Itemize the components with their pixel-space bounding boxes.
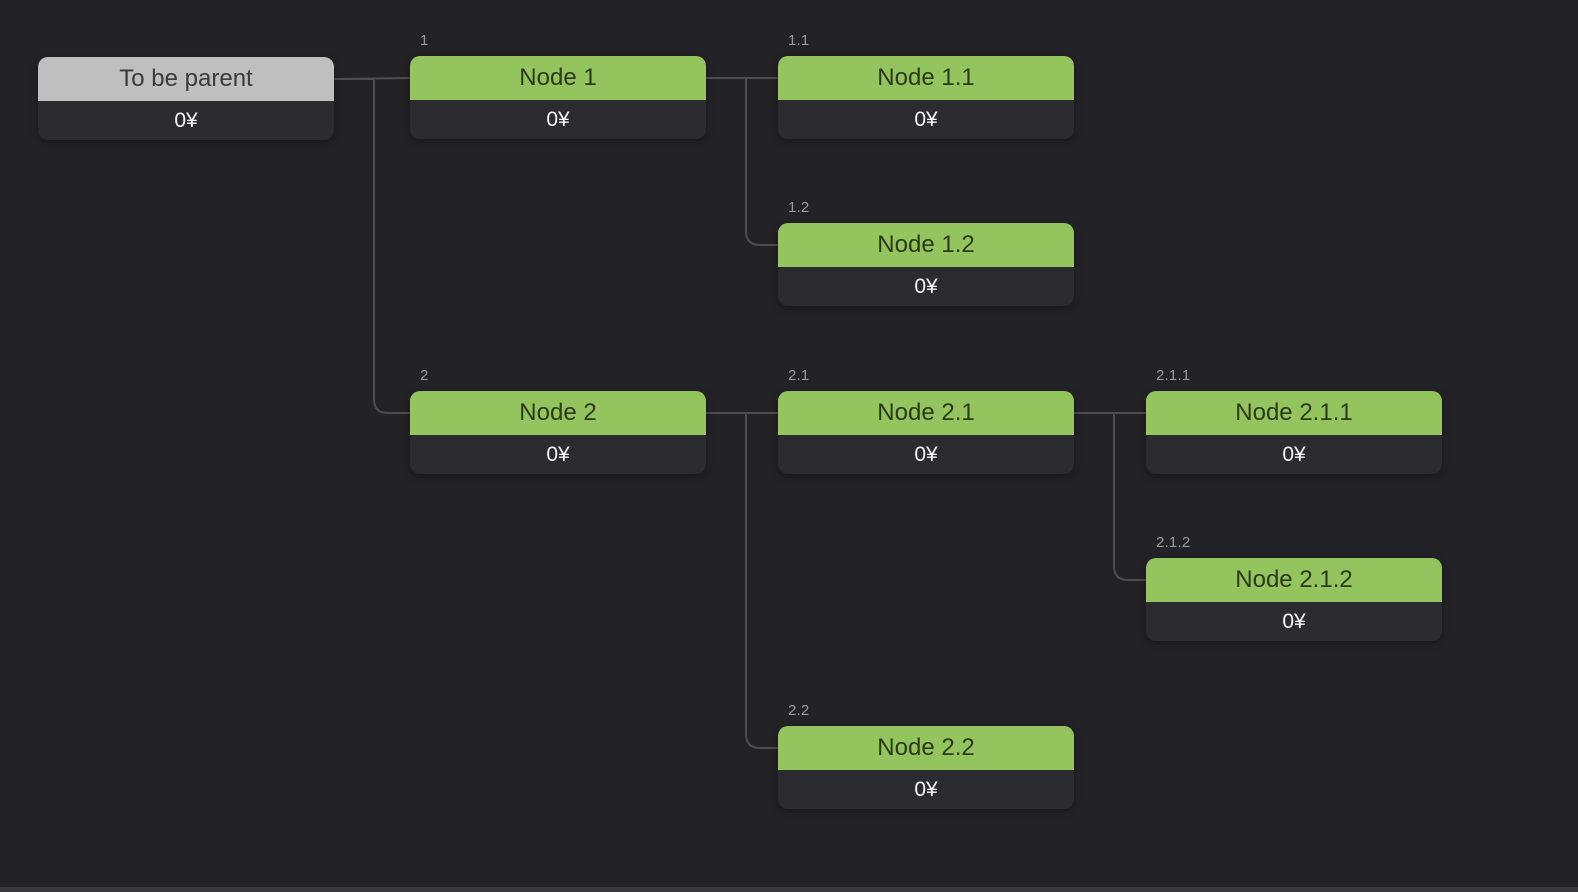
node-value: 0¥	[778, 267, 1074, 306]
node-value: 0¥	[38, 101, 334, 140]
node-value: 0¥	[778, 770, 1074, 809]
edge-1-to-1.2	[706, 77, 778, 246]
node-ref-label: 2.1	[788, 367, 810, 384]
node-ref-label: 1.1	[788, 32, 810, 49]
node-title: Node 2.1.2	[1146, 558, 1442, 602]
node-value: 0¥	[410, 100, 706, 139]
node-ref-label: 1.2	[788, 199, 810, 216]
edge-2-to-2.2	[706, 412, 778, 749]
node-ref-label: 2	[420, 367, 429, 384]
node-value: 0¥	[1146, 435, 1442, 474]
edge-root-to-2	[334, 78, 410, 414]
node-title: Node 2	[410, 391, 706, 435]
node-ref-label: 2.1.2	[1156, 534, 1191, 551]
node-title: Node 2.1	[778, 391, 1074, 435]
node-value: 0¥	[1146, 602, 1442, 641]
node-value: 0¥	[778, 100, 1074, 139]
node-title: Node 1.1	[778, 56, 1074, 100]
node-title: Node 2.2	[778, 726, 1074, 770]
node-title: Node 1	[410, 56, 706, 100]
node-title: To be parent	[38, 57, 334, 101]
edge-2.1-to-2.1.2	[1074, 412, 1146, 581]
node-value: 0¥	[410, 435, 706, 474]
node-value: 0¥	[778, 435, 1074, 474]
horizontal-scrollbar[interactable]	[0, 887, 1578, 892]
node-ref-label: 2.1.1	[1156, 367, 1191, 384]
node-title: Node 1.2	[778, 223, 1074, 267]
node-title: Node 2.1.1	[1146, 391, 1442, 435]
node-ref-label: 1	[420, 32, 429, 49]
node-ref-label: 2.2	[788, 702, 810, 719]
